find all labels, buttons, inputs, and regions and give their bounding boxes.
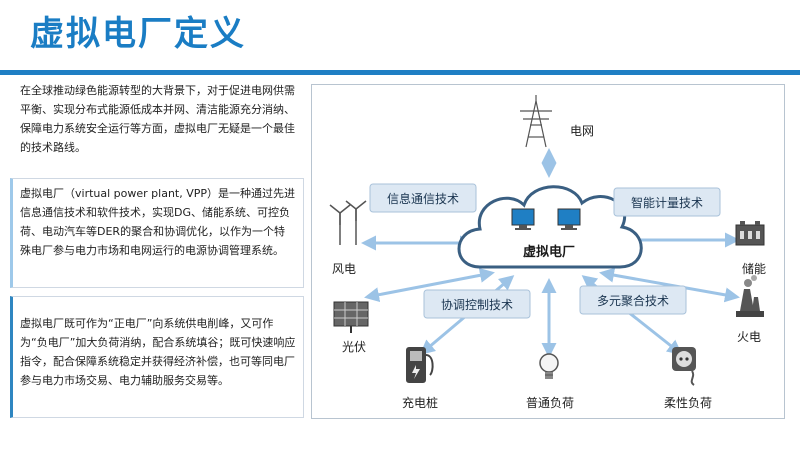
vpp-diagram: 虚拟电厂 信息通信技术 智能计量技术 协调控制技术 多元聚合技术 电网 风电 (311, 84, 785, 419)
roles-box (10, 296, 304, 418)
node-label-charger: 充电桩 (402, 395, 438, 410)
node-label-solar: 光伏 (342, 340, 366, 354)
power-tower-icon (520, 95, 552, 148)
node-label-grid: 电网 (570, 124, 594, 138)
light-bulb-icon (539, 353, 559, 379)
definition-box (10, 178, 304, 288)
tech-pill-smart-metering: 智能计量技术 (613, 187, 721, 217)
tech-label: 协调控制技术 (441, 297, 513, 312)
connector-arrows (361, 148, 740, 358)
monitor-icon (557, 208, 581, 230)
node-label-flexible-load: 柔性负荷 (664, 396, 712, 410)
thermal-plant-icon (736, 275, 764, 317)
wind-turbine-icon (329, 200, 367, 245)
tech-pill-info-comm: 信息通信技术 (369, 183, 477, 213)
power-outlet-icon (672, 347, 696, 386)
tech-label: 智能计量技术 (631, 195, 703, 210)
monitor-icon (511, 208, 535, 230)
roles-paragraph: 虚拟电厂既可作为“正电厂”向系统供电削峰，又可作为“负电厂”加大负荷消纳，配合系… (20, 317, 296, 387)
definition-paragraph: 虚拟电厂（virtual power plant, VPP）是一种通过先进信息通… (20, 187, 296, 257)
node-label-storage: 储能 (742, 261, 766, 276)
tech-pill-aggregation: 多元聚合技术 (579, 285, 687, 315)
tech-label: 多元聚合技术 (597, 293, 669, 308)
vpp-cloud: 虚拟电厂 (457, 185, 643, 269)
page-title: 虚拟电厂定义 (30, 14, 246, 54)
title-divider (0, 70, 800, 75)
ev-charger-icon (406, 347, 434, 383)
solar-panel-icon (333, 301, 369, 333)
intro-paragraph: 在全球推动绿色能源转型的大背景下，对于促进电网供需平衡、实现分布式能源低成本并网… (20, 84, 295, 154)
battery-storage-icon (735, 221, 765, 246)
node-label-wind: 风电 (332, 262, 356, 276)
tech-label: 信息通信技术 (387, 191, 459, 206)
vpp-label: 虚拟电厂 (523, 244, 575, 260)
tech-pill-coordination-control: 协调控制技术 (423, 289, 531, 319)
node-label-normal-load: 普通负荷 (526, 396, 574, 410)
node-label-thermal: 火电 (737, 330, 761, 344)
